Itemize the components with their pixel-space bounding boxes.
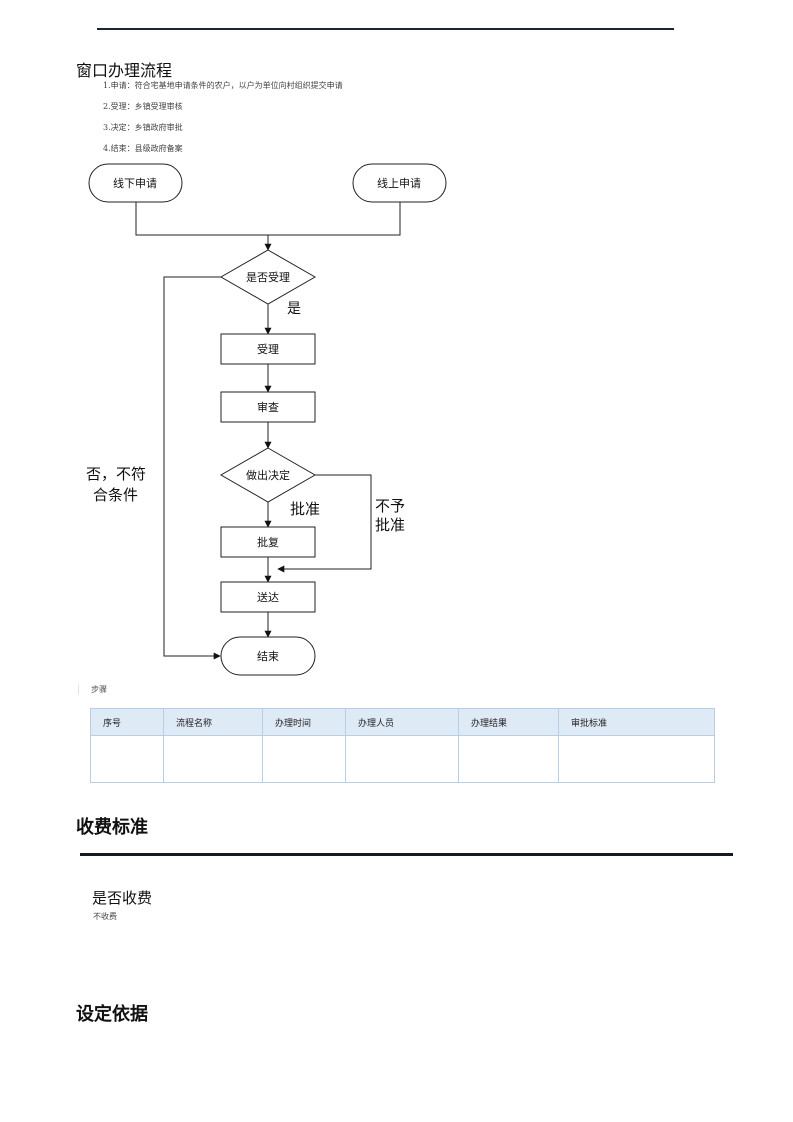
top-rule	[97, 28, 674, 30]
merge-connector	[135, 202, 401, 236]
not-approved-connector	[277, 474, 372, 573]
process-steps-list: 1.申请：符合宅基地申请条件的农户，以户为单位向村组织提交申请 2.受理：乡镇受…	[103, 80, 343, 164]
column-header: 办理人员	[345, 708, 459, 736]
accept-decision-label: 是否受理	[246, 271, 290, 284]
end-label: 结束	[257, 650, 279, 663]
reject-label-line1: 不予	[375, 497, 405, 515]
fee-section-rule	[80, 853, 733, 856]
deliver-label: 送达	[257, 590, 279, 604]
no-label-line2: 合条件	[93, 486, 138, 504]
process-step: 3.决定：乡镇政府审批	[103, 123, 183, 132]
end-node	[220, 636, 316, 676]
offline-apply-label: 线下申请	[113, 176, 157, 190]
section-title-window-process: 窗口办理流程	[76, 61, 173, 80]
make-decision-label: 做出决定	[246, 468, 290, 482]
table-cell	[90, 735, 164, 783]
steps-table-caption: 步骤	[78, 684, 107, 695]
approve-label: 批准	[290, 500, 320, 518]
fee-question: 是否收费	[92, 889, 153, 907]
reject-branch-connector	[163, 276, 221, 660]
online-apply-label: 线上申请	[377, 176, 421, 190]
process-step: 1.申请：符合宅基地申请条件的农户，以户为单位向村组织提交申请	[103, 81, 343, 90]
reject-label-line2: 批准	[375, 516, 405, 534]
review-label: 审查	[257, 400, 279, 414]
column-header: 序号	[90, 708, 164, 736]
table-cell	[262, 735, 346, 783]
flowchart: 线下申请 线上申请 是否受理 是 否，不符 合条件 受理 审查 做出决定 批准 …	[86, 163, 447, 676]
table-cell	[558, 735, 715, 783]
table-header-row: 序号 流程名称 办理时间 办理人员 办理结果 审批标准	[90, 708, 715, 736]
section-title-basis: 设定依据	[76, 1004, 148, 1025]
table-row	[90, 735, 715, 783]
column-header: 办理时间	[262, 708, 346, 736]
yes-label: 是	[287, 301, 301, 317]
reply-label: 批复	[257, 535, 279, 549]
review-node	[220, 391, 316, 423]
no-label-line1: 否，不符	[86, 465, 146, 483]
fee-answer: 不收费	[93, 912, 117, 921]
process-step: 2.受理：乡镇受理审核	[103, 102, 183, 111]
steps-table: 序号 流程名称 办理时间 办理人员 办理结果 审批标准	[90, 708, 715, 783]
accept-node	[220, 333, 316, 365]
column-header: 流程名称	[163, 708, 263, 736]
column-header: 办理结果	[458, 708, 559, 736]
table-cell	[458, 735, 559, 783]
process-step: 4.结束：县级政府备案	[103, 144, 183, 153]
column-header: 审批标准	[558, 708, 715, 736]
table-cell	[163, 735, 263, 783]
section-title-fee: 收费标准	[76, 817, 148, 838]
accept-label: 受理	[257, 343, 279, 356]
table-cell	[345, 735, 459, 783]
